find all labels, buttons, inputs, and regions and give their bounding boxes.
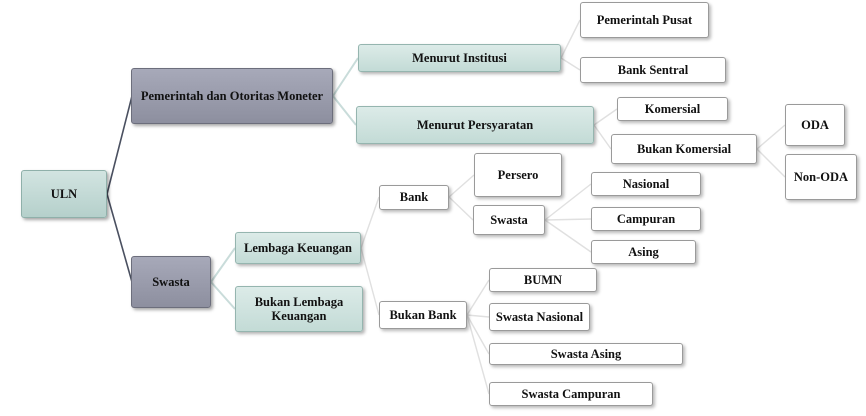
connector-nonbank-swastaasing: [466, 314, 490, 355]
connector-institution-sentral: [560, 57, 581, 71]
node-bank: Bank: [379, 185, 449, 210]
connector-uln-government: [106, 95, 133, 195]
connector-swasta-asing: [544, 219, 592, 253]
node-by-terms: Menurut Persyaratan: [356, 106, 594, 144]
node-private-foreign: Swasta Asing: [489, 343, 683, 365]
node-private-sector: Swasta: [131, 256, 211, 308]
node-non-commercial: Bukan Komersial: [611, 134, 757, 164]
node-non-bank: Bukan Bank: [379, 301, 467, 329]
node-government-monetary-authority: Pemerintah dan Otoritas Moneter: [131, 68, 333, 124]
connector-bank-swasta: [448, 196, 474, 221]
node-oda: ODA: [785, 104, 845, 146]
node-national: Nasional: [591, 172, 701, 196]
node-by-institution: Menurut Institusi: [358, 44, 561, 72]
connector-nonbank-swastanasional: [466, 314, 490, 318]
node-central-bank: Bank Sentral: [580, 57, 726, 83]
connector-financial-bank: [360, 196, 380, 249]
connector-institution-pusat: [560, 19, 581, 59]
connector-terms-bukankomersial: [593, 124, 612, 150]
node-mixed: Campuran: [591, 207, 701, 231]
connector-government-institution: [332, 57, 359, 97]
connector-bukankomersial-oda: [756, 124, 786, 150]
node-persero: Persero: [474, 153, 562, 197]
node-non-oda: Non-ODA: [785, 154, 857, 200]
node-central-government: Pemerintah Pusat: [580, 2, 709, 38]
node-bumn: BUMN: [489, 268, 597, 292]
node-private-national: Swasta Nasional: [489, 303, 590, 331]
connector-bank-persero: [448, 174, 475, 198]
connector-nonbank-swastacampuran: [466, 314, 490, 395]
node-foreign: Asing: [591, 240, 696, 264]
connector-swasta-nasional: [544, 183, 592, 221]
connector-swasta-campuran: [544, 218, 592, 221]
node-commercial: Komersial: [617, 97, 728, 121]
node-bank-private: Swasta: [473, 205, 545, 235]
node-uln: ULN: [21, 170, 107, 218]
connector-private-financial: [210, 247, 236, 283]
connector-nonbank-bumn: [466, 279, 490, 316]
node-financial-institution: Lembaga Keuangan: [235, 232, 361, 264]
connector-terms-komersial: [593, 108, 618, 126]
connector-uln-private: [106, 193, 133, 283]
connector-bukankomersial-nonoda: [756, 148, 786, 178]
node-private-mixed: Swasta Campuran: [489, 382, 653, 406]
connector-private-nonfinancial: [210, 281, 236, 310]
connector-government-terms: [332, 95, 357, 126]
node-non-financial-institution: Bukan Lembaga Keuangan: [235, 286, 363, 332]
connector-financial-nonbank: [360, 247, 380, 316]
